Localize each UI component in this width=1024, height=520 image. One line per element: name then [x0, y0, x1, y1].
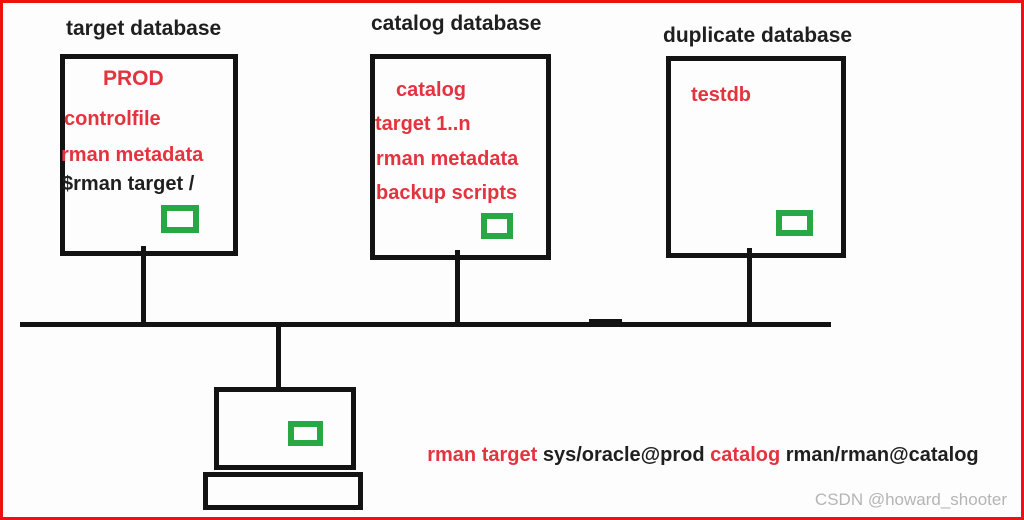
command-segment-rman-target: rman target — [427, 444, 543, 466]
catalog-db-box: catalog target 1..n rman metadata backup… — [370, 54, 551, 260]
duplicate-db-box: testdb — [666, 56, 846, 258]
catalog-db-marker-rect — [481, 213, 513, 239]
network-bus-line — [20, 322, 831, 327]
command-segment-target-credentials: sys/oracle@prod — [542, 444, 711, 466]
client-marker-rect — [288, 421, 323, 446]
duplicate-db-name: testdb — [691, 84, 751, 106]
target-db-connector-line — [141, 246, 146, 323]
command-segment-catalog-keyword: catalog — [710, 444, 786, 466]
rman-command-text: rman target sys/oracle@prod catalog rman… — [405, 421, 979, 490]
target-db-line-rman-command: $rman target / — [62, 173, 195, 195]
target-db-line-controlfile: controlfile — [64, 108, 161, 130]
catalog-db-title: catalog database — [371, 12, 542, 35]
duplicate-db-marker-rect — [776, 210, 813, 236]
duplicate-db-title: duplicate database — [663, 24, 853, 47]
target-db-line-rman-metadata: rman metadata — [61, 144, 204, 166]
csdn-watermark: CSDN @howard_shooter — [814, 490, 1007, 509]
target-db-name: PROD — [103, 67, 164, 90]
target-db-box: PROD controlfile rman metadata $rman tar… — [60, 54, 238, 256]
catalog-db-connector-line — [455, 250, 460, 323]
client-keyboard-box — [203, 472, 363, 510]
catalog-db-name: catalog — [396, 79, 467, 101]
target-db-marker-rect — [161, 205, 199, 233]
catalog-db-line-targets: target 1..n — [375, 113, 471, 135]
duplicate-db-connector-line — [747, 248, 752, 323]
command-segment-catalog-credentials: rman/rman@catalog — [785, 444, 979, 466]
network-bus-overlap-stroke — [589, 319, 622, 323]
catalog-db-line-rman-metadata: rman metadata — [376, 148, 519, 170]
client-connector-line — [276, 327, 281, 388]
target-db-title: target database — [66, 17, 222, 40]
catalog-db-line-backup-scripts: backup scripts — [376, 182, 518, 204]
client-monitor-box — [214, 387, 356, 470]
